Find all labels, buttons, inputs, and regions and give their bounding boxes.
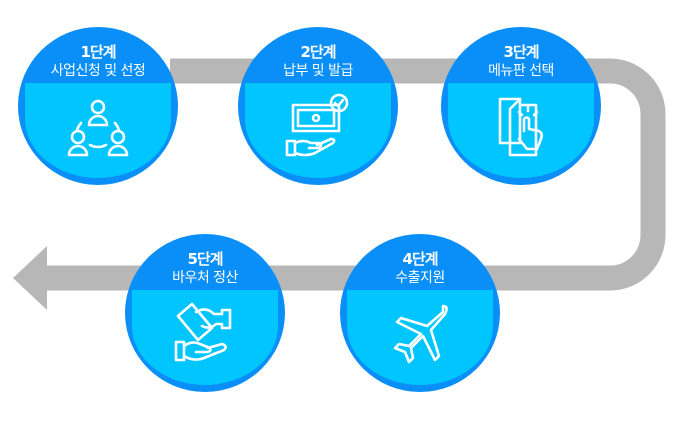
step-number: 1단계 (80, 43, 116, 61)
step-4: 4단계 수출지원 (340, 234, 500, 392)
step-3: 3단계 메뉴판 선택 (441, 27, 601, 185)
step-number: 4단계 (402, 250, 438, 268)
step-1: 1단계 사업신청 및 선정 (18, 27, 178, 185)
airplane-icon (385, 300, 455, 370)
step-title: 납부 및 발급 (283, 63, 353, 79)
step-number: 3단계 (503, 43, 539, 61)
step-title: 수출지원 (395, 270, 445, 286)
people-network-icon (63, 93, 133, 163)
money-hand-check-icon (283, 93, 353, 163)
step-2: 2단계 납부 및 발급 (238, 27, 398, 185)
step-title: 사업신청 및 선정 (50, 63, 146, 79)
arrow-head (13, 246, 47, 310)
step-title: 메뉴판 선택 (488, 63, 554, 79)
money-handover-icon (170, 300, 240, 370)
step-number: 2단계 (300, 43, 336, 61)
step-5: 5단계 바우처 정산 (125, 234, 285, 392)
step-title: 바우처 정산 (172, 270, 238, 286)
menu-touch-icon (486, 93, 556, 163)
step-number: 5단계 (187, 250, 223, 268)
